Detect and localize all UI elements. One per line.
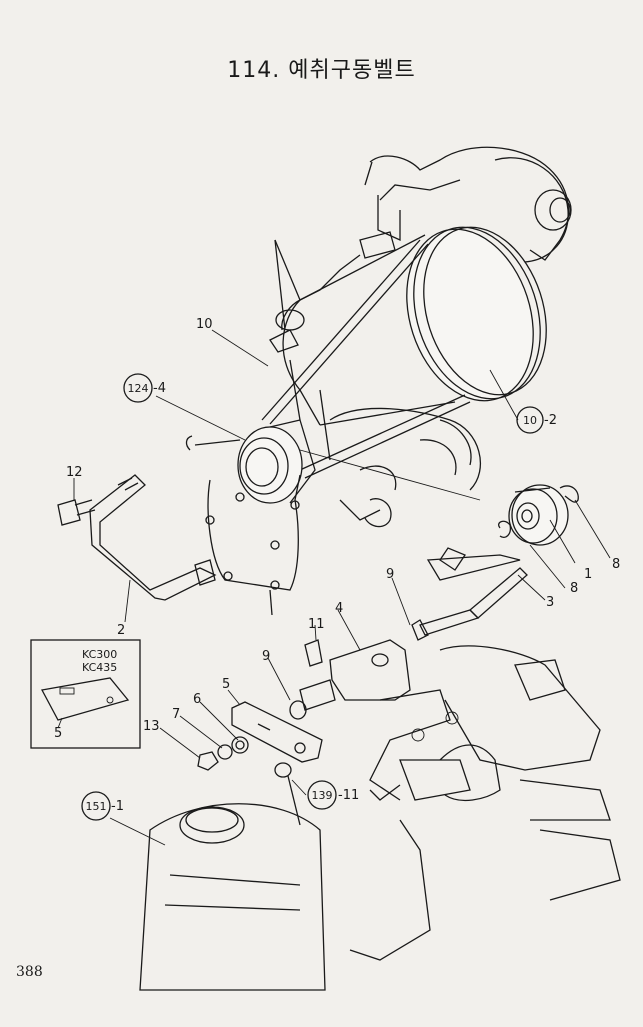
page-number: 388 [16, 964, 43, 980]
callout-8-upper: 8 [612, 557, 620, 572]
small-pulley [185, 419, 316, 504]
svg-text:-4: -4 [153, 381, 166, 396]
callout-9-lower: 9 [262, 649, 270, 664]
callout-3: 3 [546, 595, 554, 610]
callout-7: 7 [172, 707, 180, 722]
tension-pulley [498, 484, 579, 546]
page-title: 114. 예취구동벨트 [0, 52, 643, 84]
tension-bracket [289, 639, 411, 720]
callout-151-1: 151 -1 [81, 791, 124, 821]
callout-124-4: 124 -4 [123, 373, 166, 403]
fuel-tank [139, 803, 326, 991]
callout-10-2: 10 -2 [516, 406, 557, 434]
callout-10: 10 [196, 317, 213, 332]
callout-13: 13 [143, 719, 160, 734]
gear-case-cover [205, 474, 301, 616]
tension-arm [411, 547, 528, 641]
callout-2: 2 [117, 623, 125, 638]
title-text: 예취구동벨트 [288, 58, 416, 83]
svg-text:-1: -1 [111, 799, 124, 814]
title-number: 114. [227, 58, 281, 83]
chassis-frame [349, 645, 621, 961]
large-pulley [282, 226, 547, 426]
svg-text:139: 139 [312, 789, 333, 802]
callout-1: 1 [584, 567, 592, 582]
svg-text:10: 10 [523, 414, 537, 427]
callout-6: 6 [193, 692, 201, 707]
callout-139-11: 139 -11 [307, 780, 359, 810]
leader-lines [73, 329, 611, 846]
inset-model-1: KC300 [82, 648, 117, 661]
svg-text:151: 151 [86, 800, 107, 813]
adjust-plate [231, 701, 323, 763]
svg-text:-2: -2 [544, 413, 557, 428]
callout-11: 11 [308, 617, 325, 632]
nut-washers [197, 736, 249, 771]
callout-4: 4 [335, 601, 343, 616]
svg-text:124: 124 [128, 382, 149, 395]
svg-text:-11: -11 [338, 788, 359, 803]
inset-callout-5: 5 [54, 726, 62, 741]
callouts: 10 124 -4 10 -2 12 2 1 8 8 3 9 9 11 4 5 … [66, 317, 620, 821]
callout-8-lower: 8 [570, 581, 578, 596]
callout-5: 5 [222, 677, 230, 692]
engine-gearbox-housing [269, 146, 572, 528]
belt-guide-bracket [57, 474, 217, 601]
model-inset: KC300 KC435 5 [30, 639, 141, 749]
inset-model-2: KC435 [82, 661, 117, 674]
cable-terminal [274, 762, 301, 826]
callout-9-upper: 9 [386, 567, 394, 582]
callout-12: 12 [66, 465, 83, 480]
